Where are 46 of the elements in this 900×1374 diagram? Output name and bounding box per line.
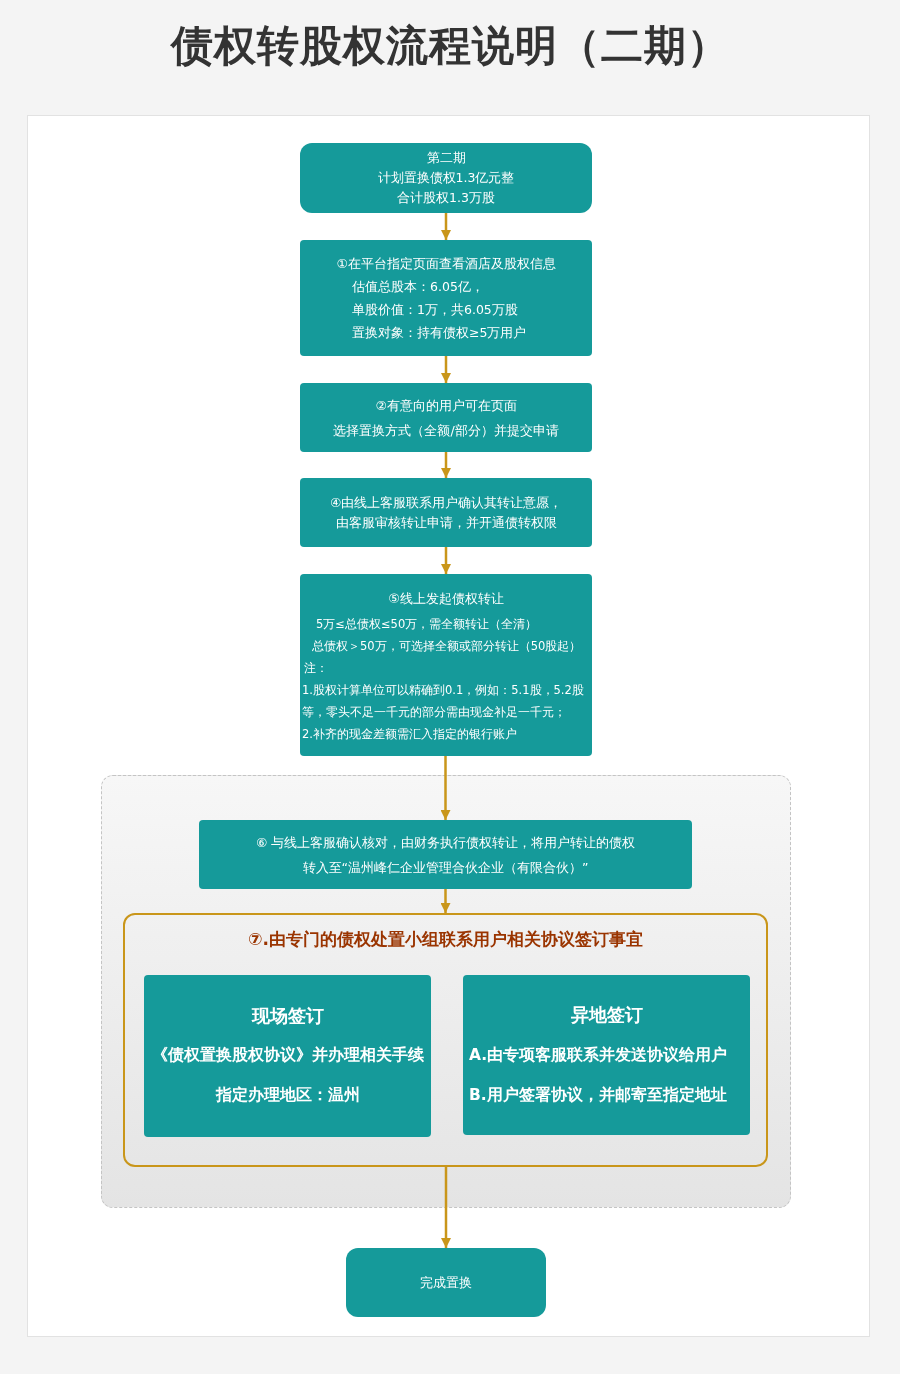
arrow — [441, 356, 451, 383]
box-text: 5万≤总债权≤50万，需全额转让（全清） — [315, 616, 539, 633]
group-heading: ⑦.由专门的债权处置小组联系用户相关协议签订事宜 — [247, 929, 644, 949]
box-text: 由客服审核转让申请，并开通债转权限 — [334, 513, 558, 532]
box-text: 转入至“温州峰仁企业管理合伙企业（有限合伙）” — [301, 858, 590, 877]
process-box — [300, 383, 592, 452]
diagram-title: 债权转股权流程说明（二期） — [169, 20, 731, 72]
box-text: 完成置换 — [419, 1273, 473, 1292]
arrow — [440, 889, 451, 913]
box-text: 《债权置换股权协议》并办理相关手续 — [150, 1045, 425, 1066]
box-text: 第二期 — [425, 149, 467, 167]
box-text: 注： — [303, 660, 329, 677]
box-text: 单股价值：1万，共6.05万股 — [351, 301, 519, 319]
process-box — [144, 975, 431, 1137]
group-box — [123, 913, 768, 1167]
box-text: B.用户签署协议，并邮寄至指定地址 — [468, 1085, 728, 1106]
box-text: 指定办理地区：温州 — [214, 1085, 361, 1106]
box-text: 置换对象：持有债权≥5万用户 — [351, 324, 528, 342]
box-text: ④由线上客服联系用户确认其转让意愿， — [328, 493, 564, 512]
process-box — [463, 975, 750, 1135]
arrow — [441, 452, 451, 478]
box-heading: ⑤线上发起债权转让 — [387, 590, 505, 608]
process-box — [346, 1248, 546, 1317]
process-box — [199, 820, 692, 889]
box-text: 选择置换方式（全额/部分）并提交申请 — [332, 421, 560, 440]
arrow — [441, 547, 451, 574]
arrow — [441, 1167, 451, 1248]
box-text: 总债权＞50万，可选择全额或部分转让（50股起） — [311, 638, 583, 655]
group-panel — [101, 775, 791, 1208]
box-heading: 现场签订 — [250, 1004, 325, 1028]
box-text: 2.补齐的现金差额需汇入指定的银行账户 — [301, 726, 518, 743]
box-text: ①在平台指定页面查看酒店及股权信息 — [335, 255, 557, 273]
process-box — [300, 478, 592, 547]
process-box — [300, 574, 592, 756]
process-box — [300, 143, 592, 213]
box-text: ②有意向的用户可在页面 — [374, 396, 518, 415]
box-text: 合计股权1.3万股 — [396, 189, 496, 207]
box-text: A.由专项客服联系并发送协议给用户 — [468, 1045, 729, 1066]
arrow — [441, 213, 451, 240]
box-text: 1.股权计算单位可以精确到0.1，例如：5.1股，5.2股等，零头不足一千元的部分需由现金补足一千元； — [301, 682, 585, 721]
box-text: 估值总股本：6.05亿， — [351, 278, 485, 296]
arrow — [440, 756, 451, 820]
process-box — [300, 240, 592, 356]
box-heading: 异地签订 — [569, 1003, 644, 1027]
box-text: ⑥ 与线上客服确认核对，由财务执行债权转让，将用户转让的债权 — [254, 833, 637, 852]
box-text: 计划置换债权1.3亿元整 — [376, 169, 516, 187]
